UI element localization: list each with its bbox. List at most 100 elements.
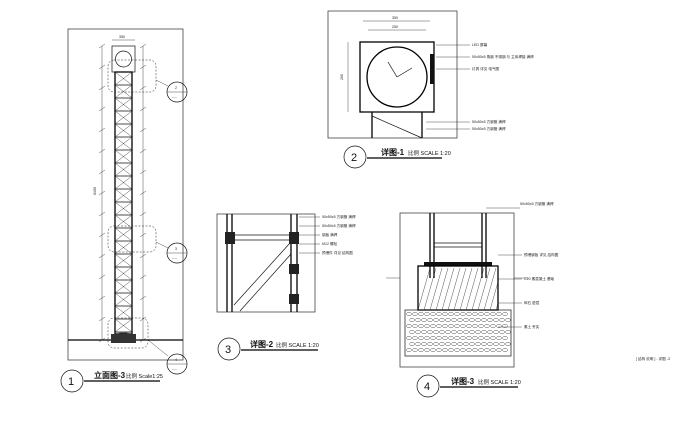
gravel-stone — [466, 324, 472, 328]
dimension-tick — [139, 316, 147, 322]
note-text: 碎石 垫层 — [524, 300, 540, 305]
gravel-stone — [502, 348, 508, 352]
gravel-stone — [415, 330, 421, 334]
gravel-stone — [430, 312, 436, 316]
gravel-stone — [478, 336, 484, 340]
gravel-stone — [460, 312, 466, 316]
truss-brace — [114, 266, 133, 281]
gravel-stone — [424, 312, 430, 316]
gravel-stone — [487, 342, 493, 346]
truss-brace — [114, 149, 133, 164]
callout-3: 3 ---- — [155, 241, 188, 264]
dimension-tick — [98, 169, 106, 175]
gravel-stone — [406, 324, 412, 328]
gravel-stone — [433, 318, 439, 322]
gravel-stone — [439, 342, 445, 346]
view-2-number: 2 — [351, 152, 357, 164]
dimension-tick — [139, 295, 147, 301]
gravel-stone — [445, 318, 451, 322]
dimension-tick — [98, 85, 106, 91]
callout-4-sheet: ---- — [172, 367, 178, 371]
dimension-tick — [98, 64, 106, 70]
gravel-stone — [499, 330, 505, 334]
hatch-line — [459, 267, 473, 311]
bracket — [430, 54, 434, 84]
gravel-stone — [484, 312, 490, 316]
gravel-stone — [487, 330, 493, 334]
truss-brace — [114, 136, 133, 151]
gravel-stone — [433, 330, 439, 334]
note-text: 钢板 满焊 — [322, 232, 338, 237]
gravel-stone — [415, 342, 421, 346]
gravel-stone — [463, 342, 469, 346]
hatch-line — [417, 267, 431, 311]
gravel-stone — [496, 324, 502, 328]
view-1-scale: 比例 Scale1:25 — [126, 372, 163, 380]
gravel-stone — [406, 348, 412, 352]
dimension-tick — [139, 127, 147, 133]
gravel-stone — [436, 348, 442, 352]
gravel-stone — [418, 348, 424, 352]
hatch-line — [423, 267, 437, 311]
gravel-stone — [445, 330, 451, 334]
truss-brace — [114, 331, 133, 335]
diagonal-brace — [233, 242, 291, 306]
view-3-bubble — [217, 337, 241, 361]
gravel-stone — [448, 336, 454, 340]
note-text: 50x50x5 角钢 不锈钢 与 主体焊接 满焊 — [472, 54, 534, 59]
gravel-stone — [475, 342, 481, 346]
gravel-stone — [454, 336, 460, 340]
gravel-stone — [421, 342, 427, 346]
note-text: 预埋件 详见 结构图 — [322, 250, 353, 255]
dimension-tick — [98, 43, 106, 49]
view-1-title: 立面图-3 — [94, 370, 126, 380]
truss-brace — [114, 188, 133, 203]
truss-brace — [114, 97, 133, 112]
mast-base — [111, 334, 136, 343]
detail-1-side-dim-text: 200 — [340, 74, 344, 80]
gravel-stone — [439, 330, 445, 334]
view-1-number: 1 — [68, 376, 74, 388]
lamp-disc — [115, 50, 132, 68]
gravel-stone — [439, 318, 445, 322]
hatch-line — [447, 267, 461, 311]
dimension-tick — [98, 190, 106, 196]
gravel-stone — [481, 330, 487, 334]
gravel-stone — [412, 336, 418, 340]
gravel-stone — [505, 330, 511, 334]
gravel-stone — [454, 324, 460, 328]
gravel-stone — [505, 342, 511, 346]
view-2-title: 详图-1 — [381, 147, 405, 157]
note-text: 50x50x5 方钢管 满焊 — [472, 119, 506, 124]
callout-2-sheet: ---- — [172, 95, 178, 99]
gravel-stone — [499, 342, 505, 346]
dimension-tick — [139, 232, 147, 238]
elevation-view: 350 6150 2 ---- 3 -- — [60, 28, 188, 393]
callout-2: 2 ---- — [155, 79, 188, 103]
truss-brace — [114, 123, 133, 138]
gravel-stone — [442, 348, 448, 352]
truss-brace — [114, 201, 133, 216]
gravel-stone — [427, 330, 433, 334]
gravel-stone — [436, 312, 442, 316]
gravel-bed — [404, 309, 512, 357]
hatch-line — [441, 267, 455, 311]
gravel-stone — [436, 324, 442, 328]
dimension-tick — [98, 232, 106, 238]
dimension-tick — [98, 127, 106, 133]
gravel-stone — [421, 318, 427, 322]
view-4-bubble — [416, 374, 440, 398]
gravel-stone — [418, 312, 424, 316]
gravel-stone — [478, 324, 484, 328]
gravel-stone — [469, 318, 475, 322]
gravel-stone — [469, 330, 475, 334]
dimension-tick — [98, 253, 106, 259]
view-2-scale: 比例 SCALE 1:20 — [408, 149, 451, 157]
note-text: LED 屏幕 — [472, 42, 488, 47]
view-3-title: 详图-2 — [250, 339, 274, 349]
gravel-stone — [457, 318, 463, 322]
